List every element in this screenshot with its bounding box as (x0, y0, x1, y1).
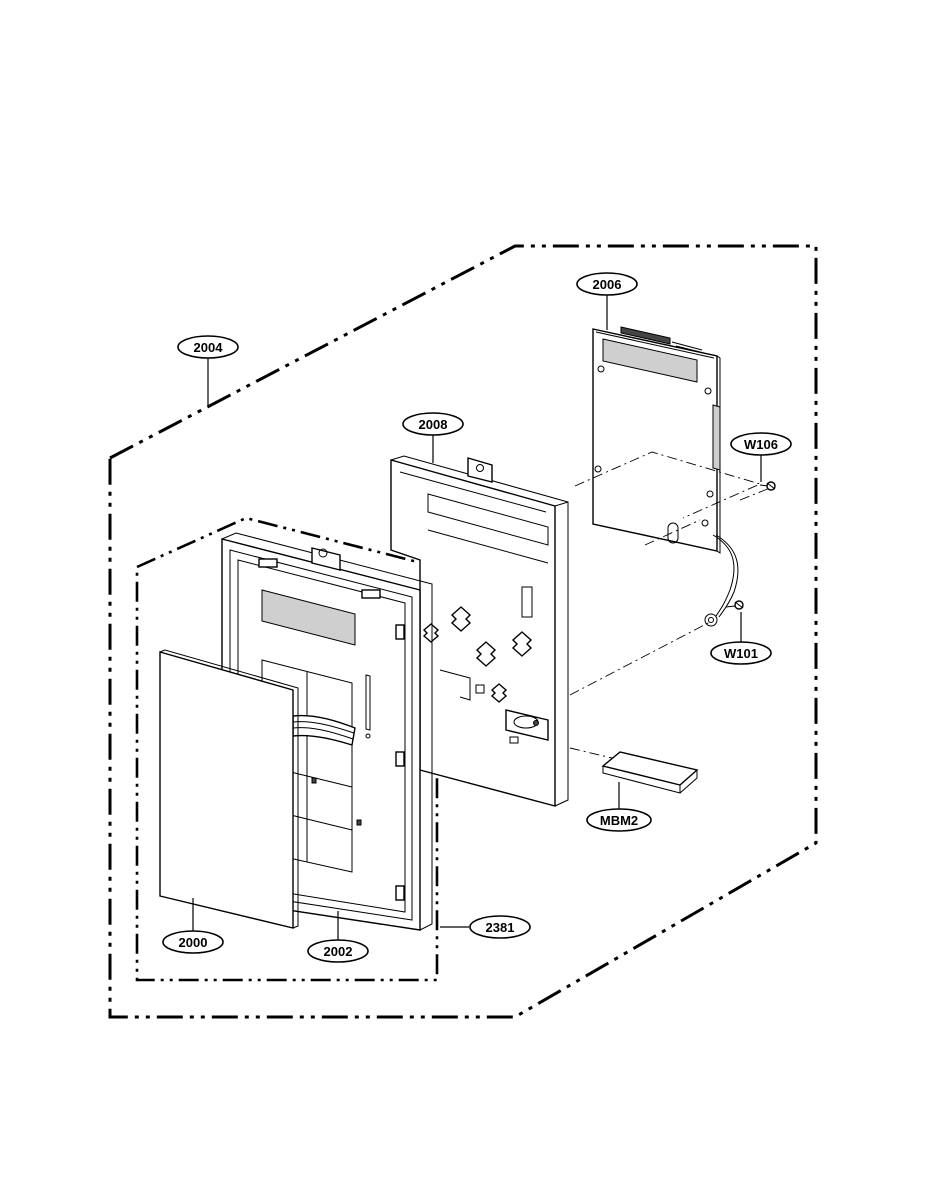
svg-text:2008: 2008 (419, 417, 448, 432)
svg-text:2381: 2381 (486, 920, 515, 935)
svg-text:2004: 2004 (194, 340, 224, 355)
label-2004: 2004 (177, 335, 239, 359)
svg-text:MBM2: MBM2 (600, 813, 638, 828)
front-sheet-2000 (159, 649, 299, 929)
label-2000: 2000 (162, 930, 224, 954)
screw-w101 (725, 600, 744, 610)
label-mbm2: MBM2 (586, 808, 652, 832)
assembly-2004-boundary (108, 244, 818, 1019)
ground-wire (712, 534, 735, 617)
manual-mbm2 (601, 751, 699, 794)
label-w106: W106 (730, 432, 792, 456)
svg-text:W106: W106 (744, 437, 778, 452)
svg-text:W101: W101 (724, 646, 758, 661)
ring-terminal (704, 613, 718, 627)
svg-text:2006: 2006 (593, 277, 622, 292)
label-2006: 2006 (576, 272, 638, 296)
label-2381: 2381 (469, 915, 531, 939)
pcb-2006 (592, 326, 721, 554)
assembly-2381-boundary (135, 516, 439, 982)
pcb-mount-centerline (574, 451, 771, 546)
label-2008: 2008 (402, 412, 464, 436)
svg-text:2002: 2002 (324, 944, 353, 959)
label-2002: 2002 (307, 939, 369, 963)
svg-text:2000: 2000 (179, 935, 208, 950)
screw-w106 (759, 481, 776, 491)
label-w101: W101 (710, 641, 772, 665)
